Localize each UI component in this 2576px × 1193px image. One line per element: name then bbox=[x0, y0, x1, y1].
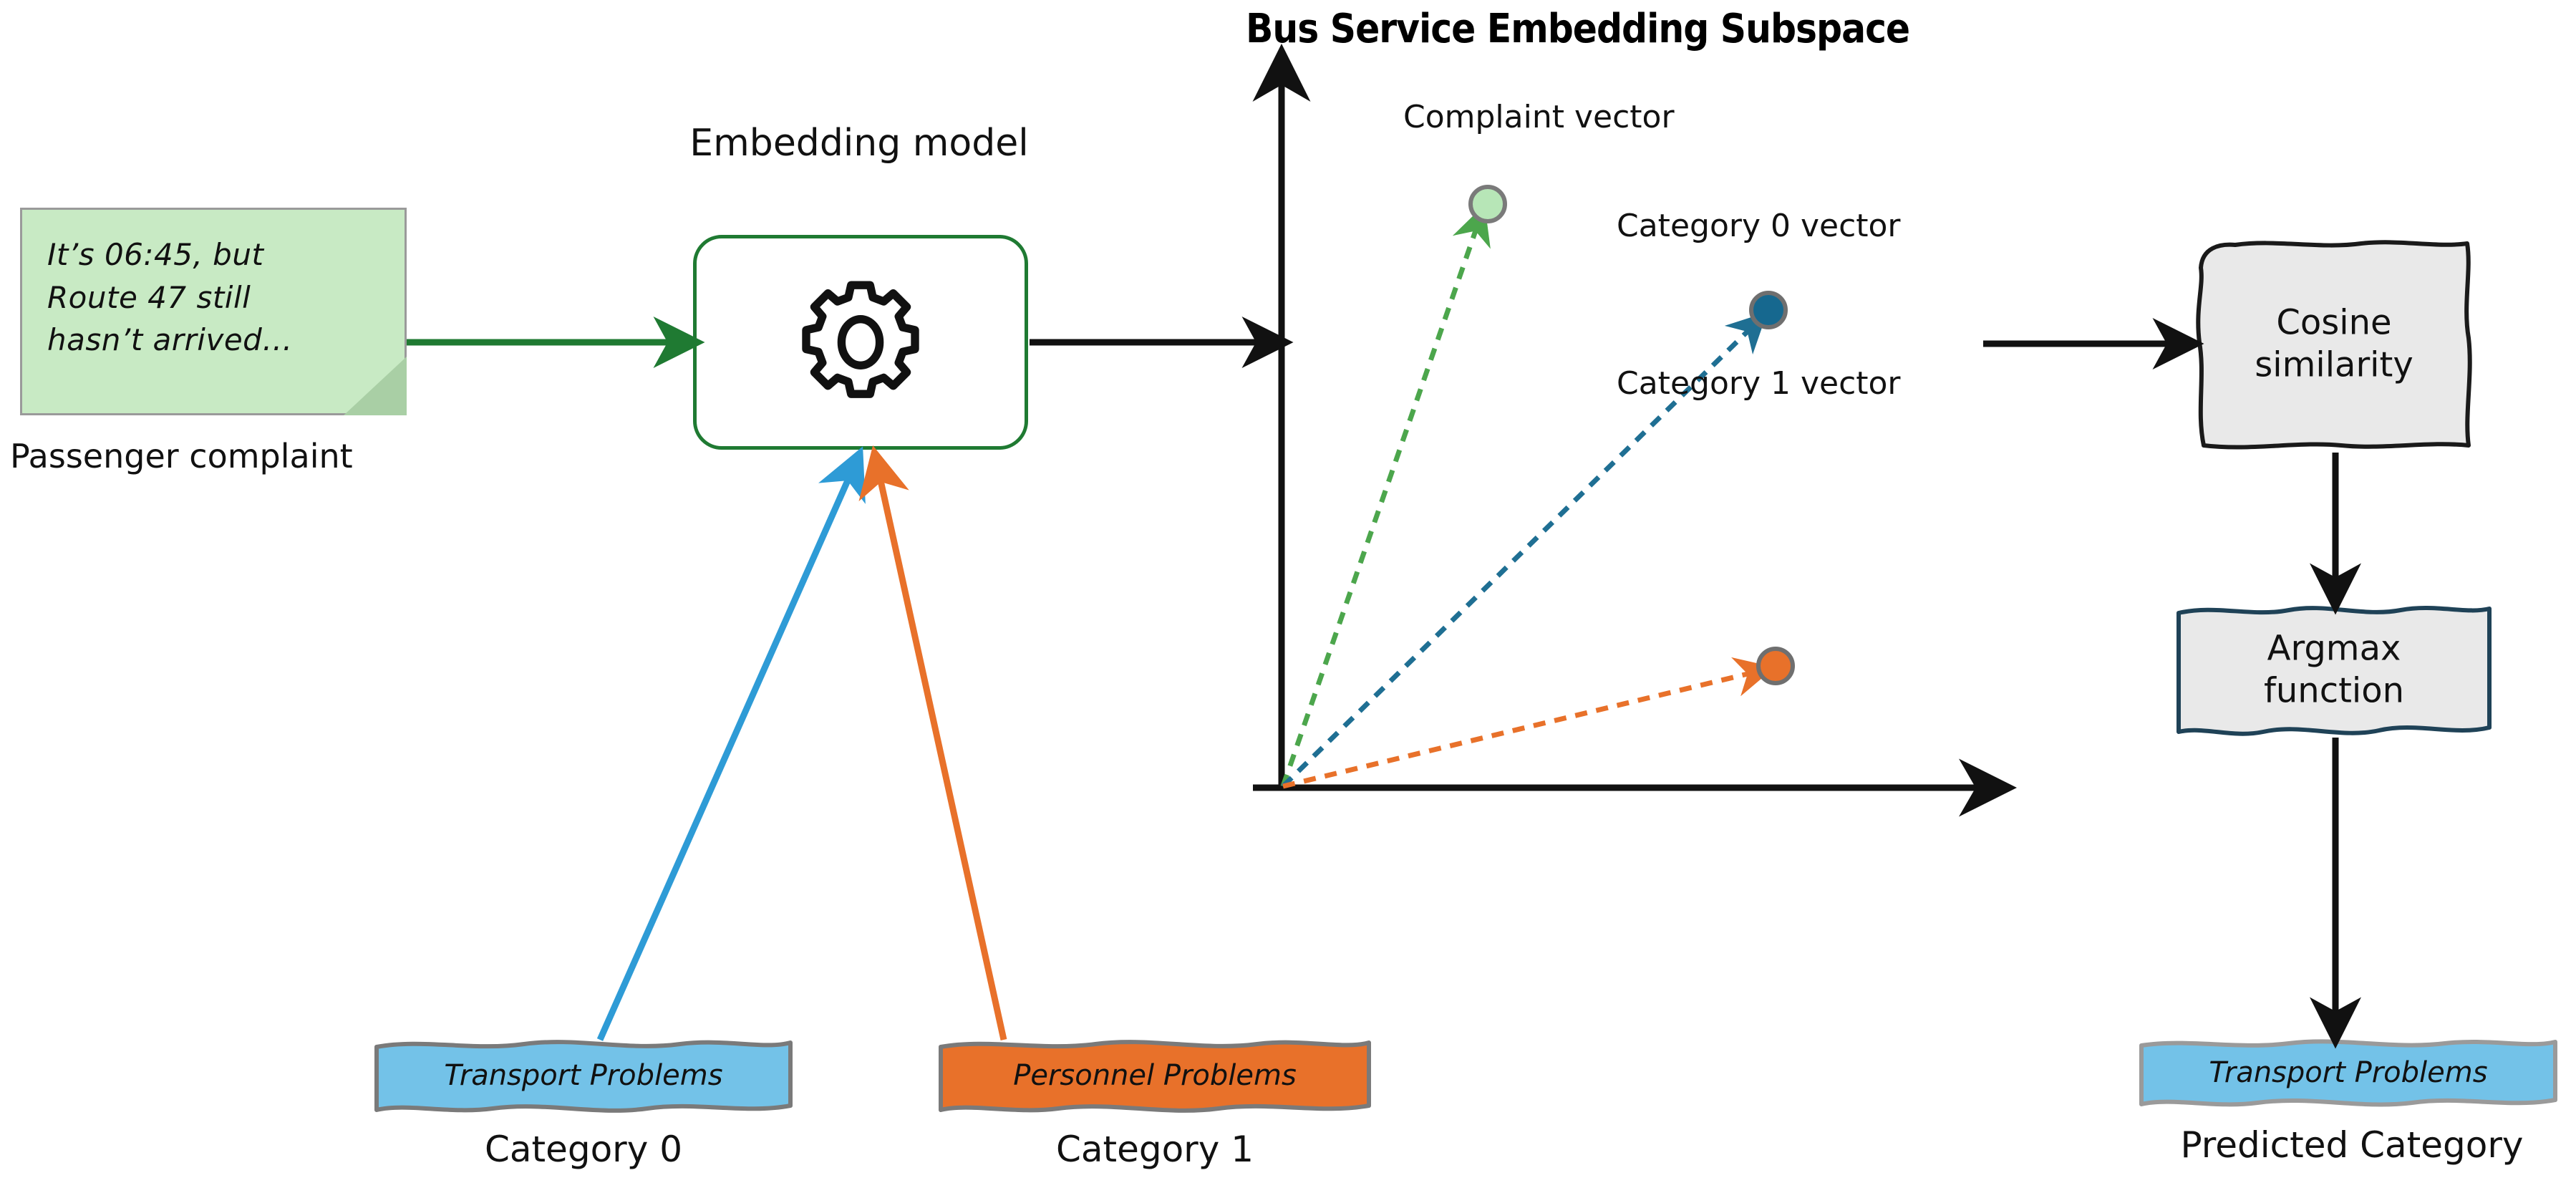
category-1-chip[interactable]: Personnel Problems bbox=[936, 1037, 1373, 1114]
cosine-similarity-label: Cosine similarity bbox=[2255, 302, 2413, 385]
plot-title: Bus Service Embedding Subspace bbox=[1246, 6, 1910, 52]
category-0-chip-label: Transport Problems bbox=[444, 1059, 723, 1092]
category-1-chip-label: Personnel Problems bbox=[1013, 1059, 1297, 1092]
passenger-complaint-caption: Passenger complaint bbox=[10, 437, 353, 475]
arrow-category0-to-model bbox=[596, 446, 866, 1041]
category-0-chip[interactable]: Transport Problems bbox=[372, 1037, 795, 1114]
category0-vector-point bbox=[1749, 291, 1788, 329]
complaint-vector-arrow bbox=[1280, 204, 1491, 788]
argmax-function-label: Argmax function bbox=[2263, 628, 2405, 710]
complaint-vector-label: Complaint vector bbox=[1403, 99, 1675, 135]
category1-vector-arrow bbox=[1282, 657, 1776, 789]
passenger-complaint-note: It’s 06:45, but Route 47 still hasn’t ar… bbox=[20, 208, 407, 415]
complaint-vector-point bbox=[1468, 185, 1507, 223]
note-text: It’s 06:45, but Route 47 still hasn’t ar… bbox=[47, 237, 293, 358]
note-paper bbox=[20, 208, 407, 415]
category-1-chip-shape bbox=[939, 1040, 1371, 1113]
predicted-category-chip-shape bbox=[2139, 1039, 2557, 1107]
cosine-similarity-box[interactable]: Cosine similarity bbox=[2191, 236, 2477, 451]
embedding-model-title: Embedding model bbox=[689, 122, 1029, 165]
category-0-chip-shape bbox=[374, 1040, 793, 1113]
category1-vector-label: Category 1 vector bbox=[1617, 365, 1901, 402]
argmax-function-box[interactable]: Argmax function bbox=[2173, 602, 2495, 738]
category0-vector-label: Category 0 vector bbox=[1617, 208, 1901, 244]
category-0-caption: Category 0 bbox=[484, 1129, 683, 1170]
gear-icon bbox=[802, 281, 919, 398]
arrow-category1-to-model bbox=[858, 445, 1007, 1040]
predicted-category-chip[interactable]: Transport Problems bbox=[2137, 1037, 2560, 1109]
predicted-category-chip-label: Transport Problems bbox=[2209, 1056, 2488, 1089]
category-1-caption: Category 1 bbox=[1055, 1129, 1254, 1170]
category0-vector-arrow bbox=[1281, 311, 1768, 788]
category1-vector-point bbox=[1756, 647, 1795, 685]
embedding-subspace-plot bbox=[1252, 44, 2017, 817]
cosine-box-shape bbox=[2196, 240, 2472, 450]
embedding-model-box[interactable] bbox=[693, 235, 1028, 450]
argmax-box-shape bbox=[2176, 606, 2492, 736]
predicted-category-caption: Predicted Category bbox=[2180, 1124, 2524, 1166]
